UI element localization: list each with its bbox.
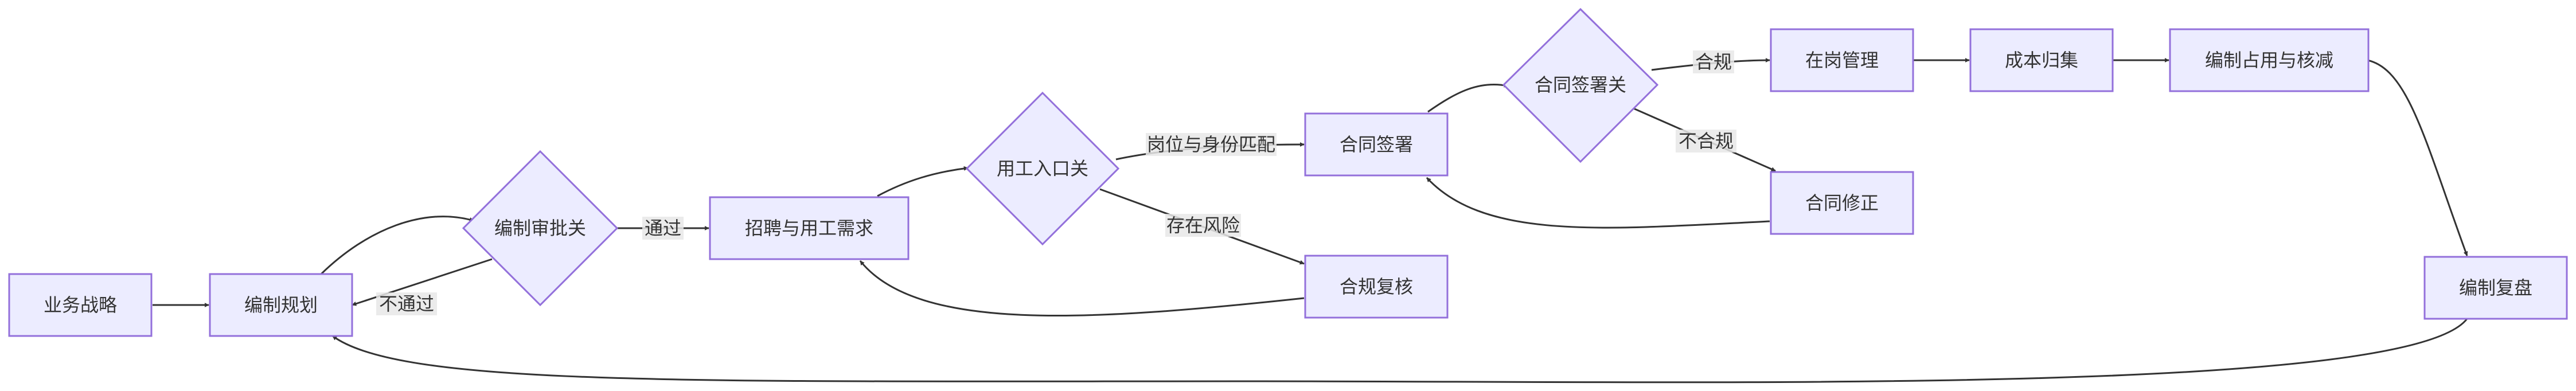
node-staffing-occupancy[interactable]: 编制占用与核减 (2169, 28, 2370, 92)
edge-contract-to-signgate (1427, 83, 1509, 113)
node-compliance-review-label: 合规复核 (1340, 276, 1413, 298)
node-employment-entry-gate[interactable]: 用工入口关 (965, 91, 1120, 246)
edge-label-position-match-bg (1146, 133, 1277, 156)
node-contract-signing-label: 合同签署 (1340, 134, 1413, 155)
node-employment-entry-gate-label: 用工入口关 (997, 158, 1088, 179)
node-cost-attribution[interactable]: 成本归集 (1969, 28, 2114, 92)
nodes: 业务战略 编制规划 编制审批关 招聘与用工需求 用工入口关 合同签署 (8, 7, 2568, 337)
node-contract-signing-gate-label: 合同签署关 (1535, 74, 1626, 96)
node-on-post-management-label: 在岗管理 (1805, 49, 1879, 71)
edge-label-pass: 通过 (645, 217, 681, 239)
edge-label-fail: 不通过 (379, 293, 434, 315)
node-contract-correction-label: 合同修正 (1805, 192, 1879, 214)
edge-recruit-to-entry (877, 166, 969, 197)
edge-label-noncompliant: 不合规 (1679, 130, 1734, 152)
edge-label-position-match: 岗位与身份匹配 (1147, 134, 1275, 155)
node-staffing-occupancy-label: 编制占用与核减 (2205, 49, 2333, 71)
edge-approval-to-plan (352, 258, 493, 306)
node-business-strategy-label: 业务战略 (44, 294, 117, 316)
node-business-strategy[interactable]: 业务战略 (8, 273, 153, 337)
node-recruit-demand-label: 招聘与用工需求 (745, 217, 873, 239)
edge-plan-to-approval (320, 216, 474, 275)
node-on-post-management[interactable]: 在岗管理 (1770, 28, 1914, 92)
edge-label-risk: 存在风险 (1166, 214, 1240, 236)
node-staffing-plan-label: 编制规划 (244, 294, 318, 316)
edge-label-compliant-bg (1693, 50, 1734, 73)
edge-labels: 通过 不通过 岗位与身份匹配 存在风险 合规 不合规 (376, 50, 1736, 315)
edge-label-pass-bg (642, 217, 684, 240)
edge-compliance-to-recruit (859, 260, 1305, 317)
node-compliance-review[interactable]: 合规复核 (1304, 255, 1449, 319)
node-cost-attribution-label: 成本归集 (2005, 49, 2078, 71)
node-contract-signing-gate[interactable]: 合同签署关 (1502, 7, 1659, 163)
edge-label-noncompliant-bg (1676, 130, 1736, 153)
edge-correction-to-contract (1426, 177, 1770, 229)
edge-label-fail-bg (376, 292, 437, 315)
edge-occupancy-to-review (2367, 59, 2468, 256)
node-staffing-approval-gate-label: 编制审批关 (494, 217, 586, 239)
node-contract-correction[interactable]: 合同修正 (1770, 171, 1914, 235)
edge-label-risk-bg (1165, 214, 1241, 237)
node-staffing-plan[interactable]: 编制规划 (209, 273, 353, 337)
edge-label-compliant: 合规 (1695, 51, 1732, 73)
node-staffing-approval-gate[interactable]: 编制审批关 (462, 150, 619, 307)
node-contract-signing[interactable]: 合同签署 (1304, 112, 1449, 177)
node-recruit-demand[interactable]: 招聘与用工需求 (709, 196, 910, 260)
edge-review-to-plan (332, 318, 2468, 384)
node-staffing-review[interactable]: 编制复盘 (2423, 256, 2568, 320)
node-staffing-review-label: 编制复盘 (2459, 277, 2532, 299)
